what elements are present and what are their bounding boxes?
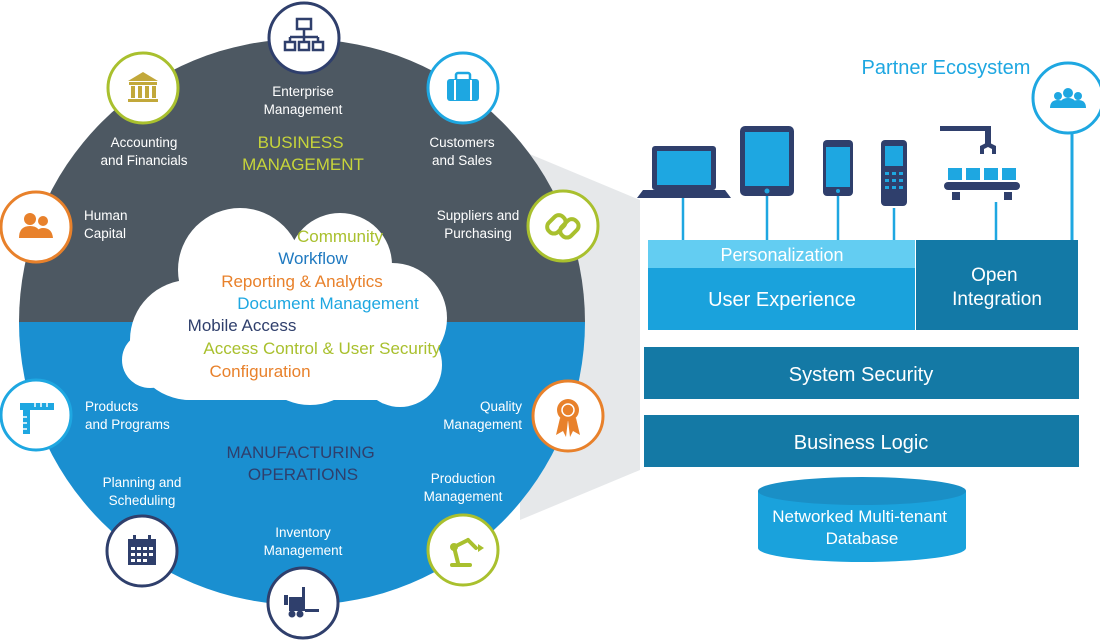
- robot-arm-icon: [426, 513, 500, 587]
- personalization-label: Personalization: [720, 245, 843, 265]
- people-icon: [0, 190, 73, 264]
- user-experience-label: User Experience: [708, 289, 856, 311]
- tablet-icon: [740, 126, 794, 196]
- scanner-icon: [881, 140, 907, 206]
- partner-people-icon: [1031, 61, 1100, 135]
- chain-link-icon: [526, 189, 600, 263]
- briefcase-icon: [426, 51, 500, 125]
- cloud-item-configuration: Configuration: [209, 362, 310, 381]
- business-logic-label: Business Logic: [794, 432, 929, 454]
- open-integration-block: [916, 240, 1078, 330]
- database-label: Networked Multi-tenant Database: [772, 507, 952, 548]
- cloud-item-mobile-access: Mobile Access: [188, 316, 297, 335]
- system-security-block: [644, 347, 1079, 399]
- cloud-item-community: Community: [297, 227, 383, 246]
- business-logic-block: [644, 415, 1079, 467]
- database-cylinder: [758, 477, 966, 562]
- phone-icon: [823, 140, 853, 196]
- manufacturing-operations-title: MANUFACTURING OPERATIONS: [226, 443, 379, 484]
- business-management-title: BUSINESS MANAGEMENT: [242, 133, 364, 174]
- laptop-icon: [637, 146, 731, 198]
- ruler-icon: [0, 378, 73, 452]
- open-integration-label: Open Integration: [952, 265, 1042, 310]
- award-ribbon-icon: [531, 379, 605, 453]
- cloud-item-reporting: Reporting & Analytics: [221, 272, 383, 291]
- cloud-shape: [122, 208, 447, 407]
- org-chart-icon: [267, 1, 341, 75]
- personalization-bar: [648, 240, 915, 268]
- conveyor-robot-icon: [940, 126, 1020, 200]
- calendar-icon: [105, 514, 179, 588]
- partner-ecosystem-label: Partner Ecosystem: [862, 57, 1031, 79]
- user-experience-block: [648, 268, 915, 330]
- bank-icon: [106, 51, 180, 125]
- cloud-item-access-control: Access Control & User Security: [203, 339, 441, 358]
- system-security-label: System Security: [789, 364, 933, 386]
- cloud-item-workflow: Workflow: [278, 249, 348, 268]
- cloud-item-document-management: Document Management: [237, 294, 419, 313]
- forklift-icon: [266, 566, 340, 640]
